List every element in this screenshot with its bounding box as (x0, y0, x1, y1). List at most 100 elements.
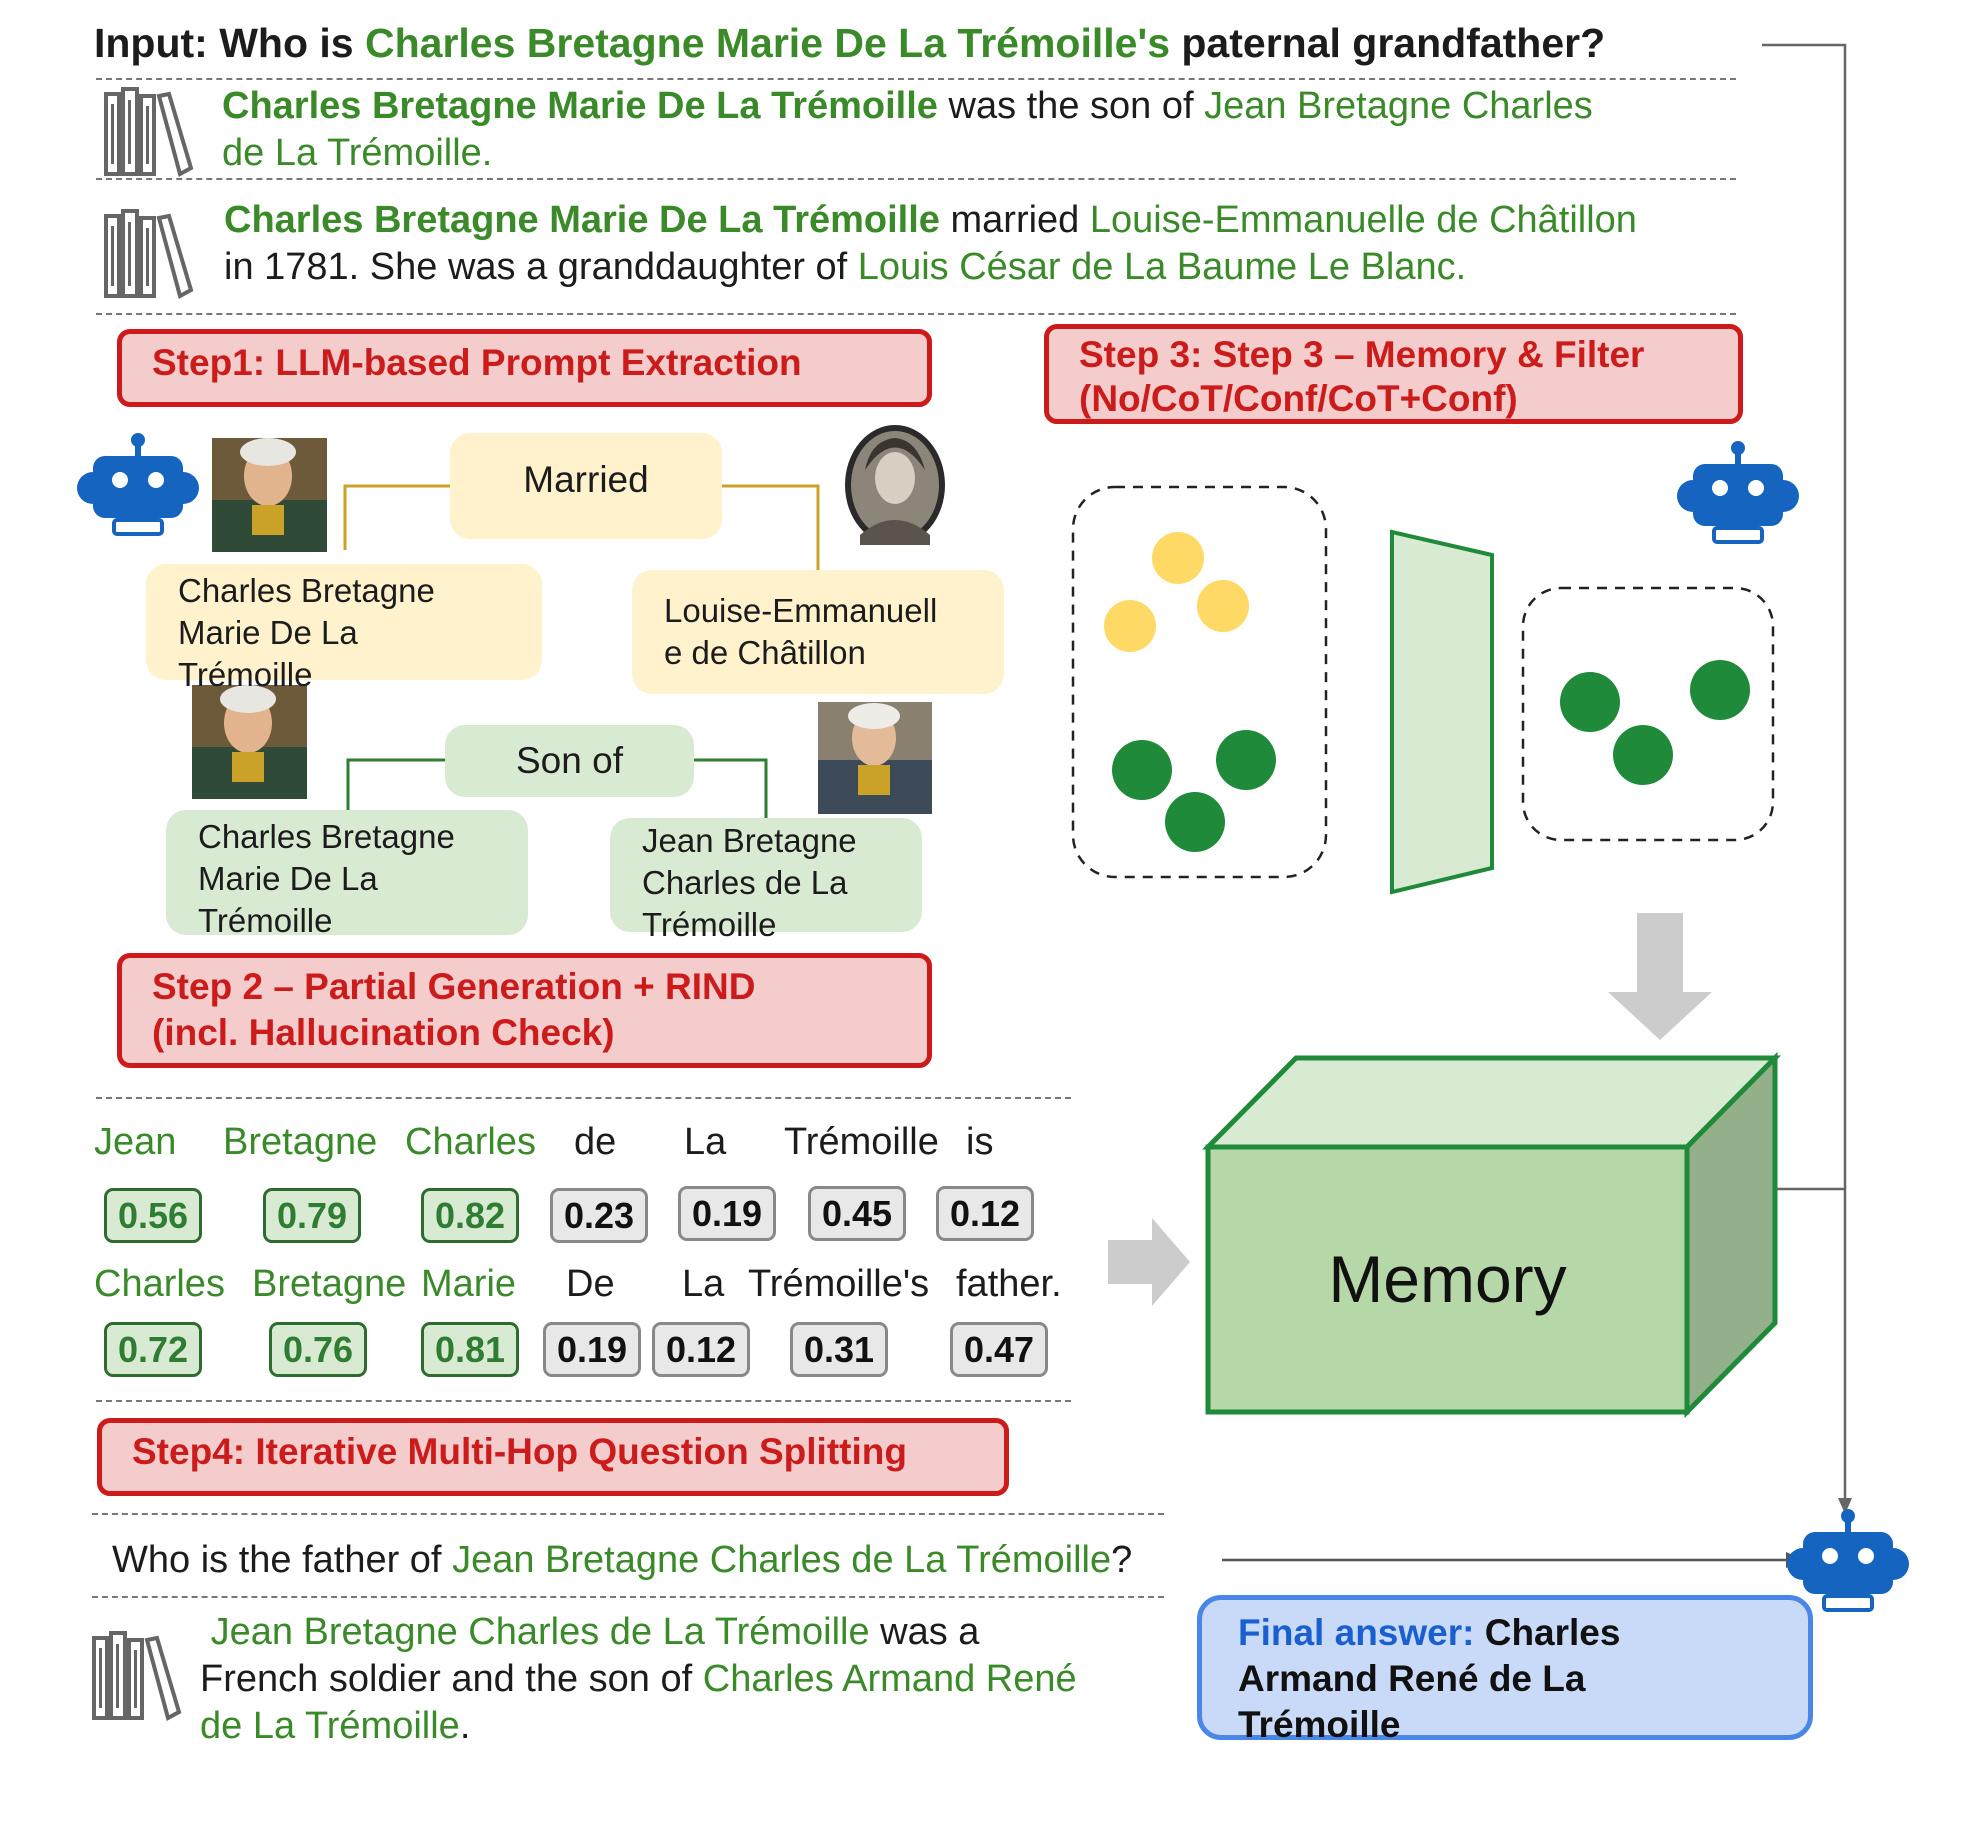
entity-node: Charles Bretagne Marie De La Trémoille (146, 564, 542, 693)
subq-prefix: Who is the father of (112, 1539, 453, 1581)
married-connector-left (343, 484, 450, 550)
yellow-dot (1104, 600, 1156, 652)
doc3-line2-start: French soldier and the son of (200, 1658, 703, 1700)
token: Charles (94, 1263, 225, 1305)
input-prefix: Input: Who is (94, 20, 365, 66)
memory-label: Memory (1328, 1242, 1567, 1316)
token: Bretagne (223, 1121, 378, 1163)
divider (92, 1513, 1164, 1515)
green-dot (1165, 792, 1225, 852)
document-icon (104, 209, 193, 298)
document-icon (92, 1631, 181, 1720)
input-question: Input: Who is Charles Bretagne Marie De … (94, 20, 1605, 67)
token: Jean (94, 1121, 177, 1163)
robot-icon (1675, 439, 1801, 544)
doc1-end: Jean Bretagne Charles (1204, 85, 1593, 127)
divider (92, 1596, 1164, 1598)
portrait-image (818, 702, 932, 814)
token: Trémoille's (748, 1263, 930, 1305)
green-dot (1690, 660, 1750, 720)
portrait-image (192, 685, 307, 799)
portrait-image (845, 425, 945, 545)
token: Charles (405, 1121, 536, 1163)
entity-node: Jean Bretagne Charles de La Trémoille (610, 818, 922, 943)
score-badge: 0.23 (550, 1188, 648, 1243)
score-badge: 0.19 (678, 1186, 776, 1241)
token: Bretagne (252, 1263, 407, 1305)
sonof-connector-left (346, 758, 445, 810)
doc3-line3-end: . (459, 1705, 471, 1747)
token: Trémoille (784, 1121, 939, 1163)
candidate-pool-box (1071, 485, 1328, 879)
sub-question: Who is the father of Jean Bretagne Charl… (112, 1537, 1132, 1584)
green-dot (1613, 725, 1673, 785)
input-flow-line (1762, 43, 1847, 1500)
final-answer-label: Final answer: (1238, 1612, 1475, 1653)
green-dot (1216, 730, 1276, 790)
retrieved-doc-1: Charles Bretagne Marie De La Trémoille w… (222, 83, 1593, 177)
token: La (684, 1121, 727, 1163)
score-badge: 0.12 (936, 1186, 1034, 1241)
score-badge: 0.31 (790, 1322, 888, 1377)
relation-son-of: Son of (445, 725, 694, 797)
score-badge: 0.12 (652, 1322, 750, 1377)
entity-node: Charles Bretagne Marie De La Trémoille (166, 810, 528, 939)
filter-shape (1390, 529, 1494, 895)
sonof-connector-right (694, 758, 768, 818)
token: de (574, 1121, 617, 1163)
retrieved-doc-2: Charles Bretagne Marie De La Trémoille m… (224, 197, 1637, 291)
step1-label: Step1: LLM-based Prompt Extraction (117, 329, 932, 407)
score-badge: 0.76 (269, 1322, 367, 1377)
right-arrow (1108, 1218, 1190, 1306)
married-connector-right (722, 484, 820, 570)
retrieved-doc-3: Jean Bretagne Charles de La Trémoille wa… (200, 1609, 1077, 1750)
down-arrow (1608, 913, 1712, 1040)
document-icon (104, 87, 193, 176)
entity-node: Louise-Emmanuell e de Châtillon (632, 570, 1004, 694)
doc2-end: Louise-Emmanuelle de Châtillon (1089, 199, 1637, 241)
final-answer-line1: Charles (1474, 1612, 1621, 1653)
divider (96, 178, 1736, 180)
token: father. (956, 1263, 1062, 1305)
step3-label: Step 3: Step 3 – Memory & Filter (No/CoT… (1044, 324, 1743, 424)
doc2-line2-end: Louis César de La Baume Le Blanc. (857, 246, 1467, 288)
doc2-mid: married (939, 199, 1090, 241)
input-entity: Charles Bretagne Marie De La Trémoille's (364, 20, 1170, 66)
divider (96, 78, 1736, 80)
doc2-line2-start: in 1781. She was a granddaughter of (224, 246, 858, 288)
divider (96, 1400, 1071, 1402)
final-answer-line3: Trémoille (1238, 1704, 1401, 1745)
token: La (682, 1263, 725, 1305)
flow-arrowhead (1838, 1498, 1852, 1514)
yellow-dot (1197, 580, 1249, 632)
robot-icon (1785, 1507, 1911, 1612)
step2-label: Step 2 – Partial Generation + RIND (incl… (117, 953, 932, 1068)
subq-suffix: ? (1111, 1539, 1133, 1581)
score-badge: 0.79 (263, 1188, 361, 1243)
score-badge: 0.81 (421, 1322, 519, 1377)
final-answer-line2: Armand René de La (1238, 1658, 1586, 1699)
yellow-dot (1152, 532, 1204, 584)
score-badge: 0.47 (950, 1322, 1048, 1377)
doc3-line1-end: was a (869, 1611, 980, 1653)
input-suffix: paternal grandfather? (1170, 20, 1606, 66)
token: Marie (421, 1263, 517, 1305)
green-dot (1560, 672, 1620, 732)
relation-married: Married (450, 433, 722, 539)
divider (96, 313, 1736, 315)
step4-label: Step4: Iterative Multi-Hop Question Spli… (97, 1418, 1009, 1496)
doc1-entity: Charles Bretagne Marie De La Trémoille (222, 85, 938, 127)
token: De (566, 1263, 615, 1305)
doc3-line3-entity: de La Trémoille (200, 1705, 460, 1747)
doc3-line2-entity: Charles Armand René (702, 1658, 1077, 1700)
score-badge: 0.56 (104, 1188, 202, 1243)
score-badge: 0.45 (808, 1186, 906, 1241)
portrait-image (212, 438, 327, 552)
score-badge: 0.72 (104, 1322, 202, 1377)
green-dot (1112, 740, 1172, 800)
final-answer-box: Final answer: Charles Armand René de La … (1197, 1595, 1813, 1745)
doc1-line2: de La Trémoille. (222, 132, 493, 174)
doc2-entity: Charles Bretagne Marie De La Trémoille (224, 199, 940, 241)
memory-cube (1202, 1051, 1781, 1419)
